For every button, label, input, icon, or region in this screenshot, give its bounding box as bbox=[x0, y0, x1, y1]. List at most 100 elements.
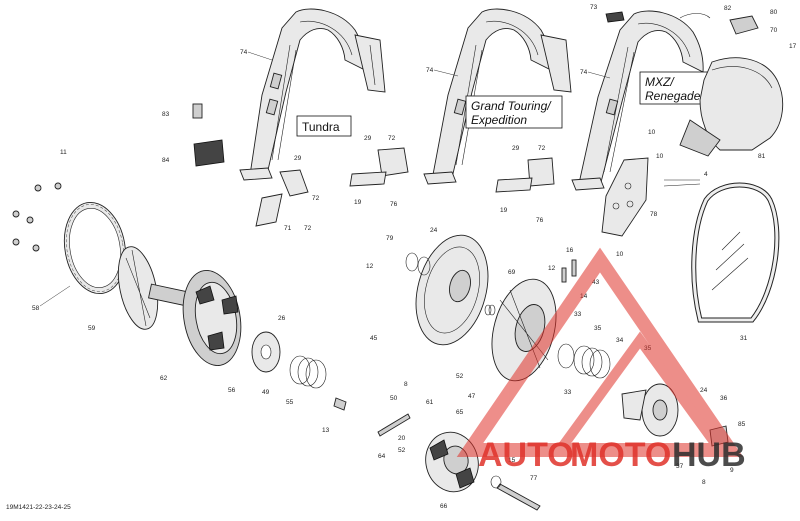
part-number: 76 bbox=[536, 217, 544, 224]
reference-code: 19M1421-22-23-24-25 bbox=[6, 504, 71, 511]
part-number: 64 bbox=[378, 453, 386, 460]
bracket-84 bbox=[193, 139, 225, 167]
part-number: 81 bbox=[758, 153, 766, 160]
part-number: 9 bbox=[730, 467, 734, 474]
part-number: 16 bbox=[566, 247, 574, 254]
part-number: 58 bbox=[32, 305, 40, 312]
part-number: 24 bbox=[700, 387, 708, 394]
part-number: 52 bbox=[456, 373, 464, 380]
part-number: 77 bbox=[530, 475, 538, 482]
svg-text:HUB: HUB bbox=[672, 436, 746, 474]
knob-80 bbox=[729, 15, 759, 35]
fixed-sheave-45 bbox=[415, 234, 489, 346]
svg-text:MOTO: MOTO bbox=[570, 436, 671, 474]
part-number: 69 bbox=[508, 269, 516, 276]
label-box-tundra: Tundra bbox=[296, 115, 352, 137]
sheave-59 bbox=[117, 246, 192, 330]
part-number: 13 bbox=[322, 427, 330, 434]
model-label-mxz-1: MXZ/ bbox=[645, 75, 675, 89]
part-number: 37 bbox=[676, 463, 684, 470]
drive-belt-31 bbox=[691, 182, 780, 323]
bracket-gt bbox=[349, 147, 409, 187]
belt-guard-mxz bbox=[571, 10, 704, 191]
washer-33 bbox=[557, 343, 575, 369]
part-number: 24 bbox=[430, 227, 438, 234]
part-number: 52 bbox=[398, 447, 406, 454]
spring-cup-26 bbox=[251, 331, 281, 373]
part-number: 50 bbox=[390, 395, 398, 402]
bolt-77 bbox=[490, 475, 541, 511]
part-number: 66 bbox=[440, 503, 448, 510]
label-box-mxz: MXZ/ Renegade bbox=[639, 71, 711, 105]
part-number: 79 bbox=[386, 235, 394, 242]
part-number: 33 bbox=[574, 311, 582, 318]
belt-guard-grand-touring bbox=[423, 8, 572, 185]
part-number: 49 bbox=[262, 389, 270, 396]
washers-24 bbox=[405, 252, 431, 276]
part-number: 35 bbox=[594, 325, 602, 332]
part-number: 14 bbox=[580, 293, 588, 300]
spring-small bbox=[484, 304, 496, 316]
watermark-text: AUTO MOTO HUB bbox=[478, 436, 746, 474]
svg-text:AUTO: AUTO bbox=[478, 436, 574, 474]
part-number: 12 bbox=[366, 263, 374, 270]
model-label-grand-touring-2: Expedition bbox=[471, 113, 527, 127]
bolt-13 bbox=[333, 397, 347, 411]
clip-83 bbox=[192, 103, 203, 119]
part-number: 26 bbox=[278, 315, 286, 322]
part-number: 74 bbox=[240, 49, 248, 56]
part-number: 11 bbox=[60, 149, 67, 156]
part-number: 71 bbox=[284, 225, 292, 232]
part-number: 72 bbox=[388, 135, 396, 142]
bolt-16 bbox=[561, 259, 577, 283]
part-number: 70 bbox=[770, 27, 778, 34]
strap-82 bbox=[679, 13, 711, 19]
model-label-grand-touring-1: Grand Touring/ bbox=[471, 99, 552, 113]
part-number: 74 bbox=[426, 67, 434, 74]
part-number: 19 bbox=[354, 199, 362, 206]
part-number: 20 bbox=[398, 435, 406, 442]
part-number: 85 bbox=[738, 421, 746, 428]
part-number: 65 bbox=[456, 409, 464, 416]
spring-35 bbox=[573, 345, 611, 379]
part-number: 82 bbox=[724, 5, 732, 12]
cam-36 bbox=[621, 383, 679, 437]
part-number: 10 bbox=[656, 153, 664, 160]
part-number: 29 bbox=[364, 135, 372, 142]
part-number: 43 bbox=[592, 279, 600, 286]
part-number: 78 bbox=[650, 211, 658, 218]
part-number: 17 bbox=[789, 43, 797, 50]
part-number: 31 bbox=[740, 335, 748, 342]
part-number: 73 bbox=[590, 4, 598, 11]
part-number: 56 bbox=[228, 387, 236, 394]
label-box-grand-touring: Grand Touring/ Expedition bbox=[465, 95, 563, 129]
part-number: 72 bbox=[538, 145, 546, 152]
part-number: 76 bbox=[390, 201, 398, 208]
tool-4 bbox=[663, 179, 701, 187]
bracket-mxz-area bbox=[495, 157, 555, 193]
part-number: 36 bbox=[720, 395, 728, 402]
part-number: 45 bbox=[370, 335, 378, 342]
rod-64 bbox=[377, 413, 411, 437]
part-number: 80 bbox=[770, 9, 778, 16]
spring-55 bbox=[289, 355, 327, 389]
part-number: 10 bbox=[616, 251, 624, 258]
part-number: 4 bbox=[704, 171, 708, 178]
part-number: 34 bbox=[616, 337, 624, 344]
belt-guard-tundra bbox=[239, 8, 386, 181]
part-number: 19 bbox=[500, 207, 508, 214]
part-number: 61 bbox=[426, 399, 434, 406]
part-number: 8 bbox=[404, 381, 408, 388]
mount-plate-78 bbox=[601, 157, 649, 237]
part-number: 72 bbox=[312, 195, 320, 202]
part-number: 55 bbox=[286, 399, 294, 406]
part-number: 29 bbox=[512, 145, 520, 152]
part-number: 12 bbox=[548, 265, 556, 272]
part-number: 8 bbox=[702, 479, 706, 486]
part-number: 84 bbox=[162, 157, 170, 164]
part-number: 33 bbox=[564, 389, 572, 396]
drive-pulley-62 bbox=[182, 270, 242, 366]
part-number: 83 bbox=[162, 111, 170, 118]
model-label-mxz-2: Renegade bbox=[645, 89, 701, 103]
watermark-logo bbox=[456, 247, 744, 457]
